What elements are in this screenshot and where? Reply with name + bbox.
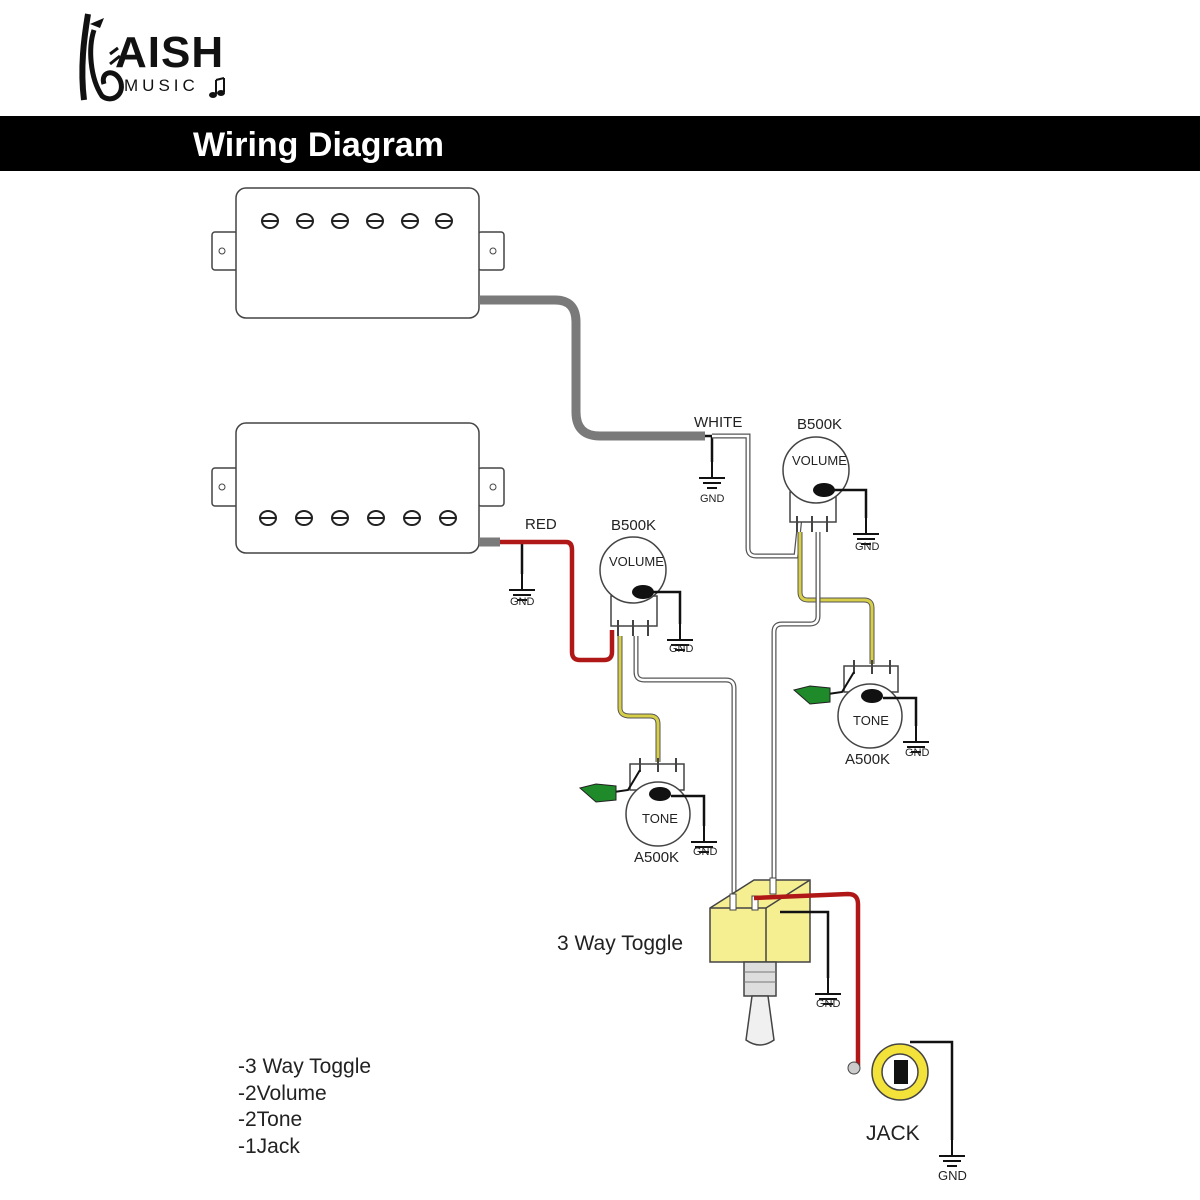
guitar-logo-icon [79,13,225,102]
label-gnd: GND [669,643,694,655]
tone-pot-1 [578,758,718,853]
label-white: WHITE [694,414,742,431]
label-gnd: GND [855,541,880,553]
music-note-icon [215,77,225,94]
vol2-output-wire [772,532,820,888]
logo-subtitle: MUSIC [124,76,199,95]
parts-list-item: -3 Way Toggle [238,1055,372,1078]
label-gnd: GND [700,493,725,505]
page-title: Wiring Diagram [193,126,444,164]
white-wire [712,434,802,558]
capacitor-2 [792,685,831,705]
bridge-humbucker-pickup [211,422,505,554]
label-volume-1: VOLUME [609,554,664,569]
red-wire [500,539,615,663]
label-volume-2: VOLUME [792,453,847,468]
label-gnd: GND [816,998,841,1010]
output-red-wire [753,891,861,1066]
label-toggle: 3 Way Toggle [557,932,683,955]
neck-humbucker-pickup [211,187,505,319]
logo-wordmark: AISH [115,28,225,77]
label-tone-2: TONE [853,713,889,728]
yellow-wire-1 [618,636,660,762]
volume-pot-2 [782,436,880,545]
output-jack [847,1040,966,1167]
label-tone-value-1: A500K [634,849,679,866]
label-gnd: GND [938,1168,967,1183]
label-volume-value-1: B500K [611,517,656,534]
brand-logo: AISH MUSIC [60,8,260,108]
label-gnd: GND [693,846,718,858]
three-way-toggle-switch [709,877,861,1066]
capacitor-1 [578,783,617,803]
label-gnd: GND [510,596,535,608]
parts-list-item: -2Tone [238,1108,303,1131]
label-tone-value-2: A500K [845,751,890,768]
parts-list-item: -1Jack [238,1134,300,1158]
parts-list: -3 Way Toggle -2Volume -2Tone -1Jack [238,1054,371,1160]
parts-list-item: -2Volume [238,1081,327,1105]
label-jack: JACK [866,1122,920,1145]
yellow-wire-2 [798,532,874,664]
volume-pot-1 [599,536,694,651]
label-gnd: GND [905,747,930,759]
label-volume-value-2: B500K [797,416,842,433]
tone-pot-2 [792,660,930,753]
label-tone-1: TONE [642,811,678,826]
title-bar [0,116,1200,171]
label-red: RED [525,516,557,533]
neck-pickup-cable [479,295,705,441]
vol1-output-wire [634,636,736,906]
